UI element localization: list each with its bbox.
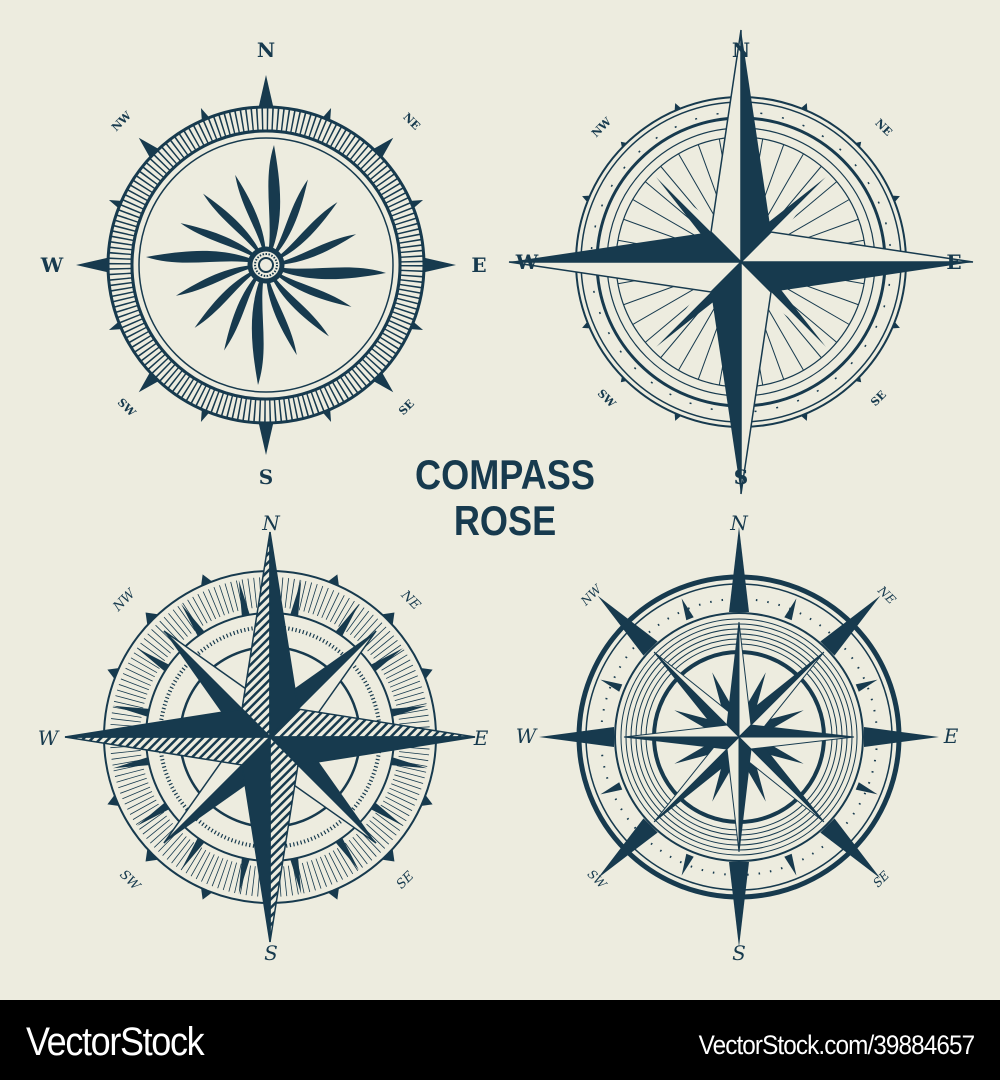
label-sw: SW	[595, 387, 619, 411]
label-n: N	[729, 511, 749, 535]
label-w: W	[516, 724, 538, 748]
outer-points-icon	[539, 527, 939, 947]
page-title: COMPASS ROSE	[398, 452, 613, 544]
label-w: W	[40, 253, 64, 277]
hatched-star-icon	[64, 531, 476, 943]
label-e: E	[473, 726, 489, 750]
label-s: S	[732, 941, 746, 965]
label-se: SE	[396, 397, 417, 418]
inner-star-icon	[623, 621, 855, 853]
label-w: W	[38, 726, 60, 750]
label-ne: NE	[397, 587, 423, 613]
image-url: VectorStock.com/39884657	[698, 1030, 974, 1060]
brand-logo: VectorStock	[26, 1020, 205, 1064]
label-se: SE	[394, 868, 418, 892]
title-line-2: ROSE	[453, 497, 557, 544]
title-line-1: COMPASS	[415, 451, 595, 498]
label-nw: NW	[110, 585, 140, 615]
artwork-canvas: N S W E NW NE SW SE	[37, 29, 974, 965]
label-s: S	[264, 941, 278, 965]
label-n: N	[732, 38, 750, 62]
label-sw: SW	[115, 396, 139, 420]
label-nw: NW	[577, 581, 605, 609]
label-s: S	[734, 465, 748, 489]
compass-rose-illustrations: N S W E NW NE SW SE	[38, 29, 974, 965]
compass-bottom-left	[64, 531, 476, 943]
label-nw: NW	[589, 115, 614, 140]
compass-top-left	[76, 75, 456, 455]
tick-ring-icon	[108, 107, 424, 423]
compass-top-right	[508, 29, 974, 495]
label-s: S	[259, 465, 273, 489]
label-n: N	[257, 38, 275, 62]
compass-bottom-right	[539, 527, 939, 947]
sun-swirl-icon	[146, 145, 386, 385]
label-ne: NE	[400, 110, 422, 132]
label-se: SE	[868, 388, 889, 409]
label-nw: NW	[109, 109, 134, 134]
label-ne: NE	[872, 116, 894, 138]
star-points-icon	[508, 29, 974, 495]
label-ne: NE	[874, 583, 898, 607]
label-w: W	[515, 250, 539, 274]
label-n: N	[261, 511, 281, 535]
label-e: E	[946, 250, 961, 274]
watermark-footer: VectorStock VectorStock.com/39884657	[0, 1000, 1000, 1080]
label-e: E	[943, 724, 959, 748]
label-sw: SW	[116, 867, 144, 895]
label-e: E	[471, 253, 486, 277]
